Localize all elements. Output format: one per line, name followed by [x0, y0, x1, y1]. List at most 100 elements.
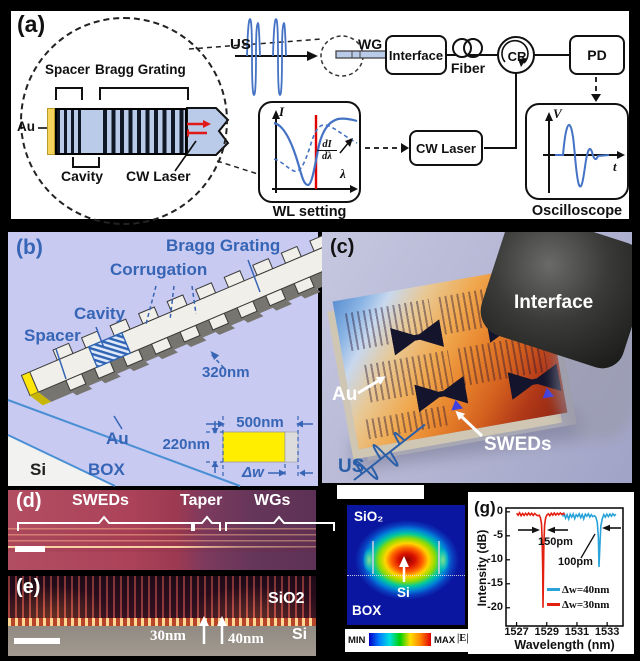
bragg-label: Bragg Grating: [95, 62, 186, 77]
si-label: Si: [397, 585, 410, 600]
us-arrowhead-icon: [307, 51, 318, 61]
panel-d-tag: (d): [16, 490, 42, 512]
dashed-arrowhead-icon: [401, 143, 409, 153]
y-tick: -20: [487, 600, 503, 613]
colorbar-max-label: MAX: [434, 635, 456, 646]
panel-c-annotations: [353, 376, 484, 481]
wl-setting-box: I λ dI dλ: [258, 101, 361, 203]
oscilloscope-box: V t: [525, 103, 629, 200]
fiber-label: Fiber: [450, 60, 486, 76]
panel-f-mode-profile: SiO₂ BOX Si: [347, 505, 465, 625]
zoom-tangent-line: [216, 160, 259, 175]
us-wave-icon: [272, 18, 287, 96]
y-tick: -10: [487, 552, 503, 565]
spacer-bracket: [55, 87, 83, 100]
au-arrow-icon: [375, 376, 386, 385]
cw-laser-label: CW Laser: [126, 168, 191, 184]
width-dim-label: 500nm: [236, 414, 284, 431]
colorbar-min-label: MIN: [348, 635, 366, 646]
legend-line-icon: [547, 603, 560, 606]
sio2-label: SiO₂: [354, 509, 384, 524]
au-label: Au: [332, 384, 358, 405]
cavity-hatch: [87, 331, 132, 369]
legend-entry: Δw=30nm: [547, 597, 609, 612]
us-label: US: [230, 36, 251, 53]
us-wave-icon: [246, 18, 261, 96]
au-layer: [47, 108, 55, 155]
up-arrow-icon: [199, 616, 209, 626]
x-tick: 1527: [504, 626, 529, 638]
photodetector-box: PD: [569, 35, 625, 75]
si-label: Si: [30, 460, 47, 479]
y-tick: -5: [493, 528, 503, 541]
spacer-label: Spacer: [45, 62, 91, 77]
scale-bar: [14, 638, 60, 644]
annotation-150pm: 150pm: [538, 536, 573, 548]
wl-y-axis-label: I: [279, 104, 285, 119]
sweds-arrow-icon: [455, 410, 466, 421]
spacer-section: [57, 110, 81, 153]
width-arrow-icon: [602, 524, 610, 532]
sio2-label: SiO2: [268, 590, 305, 607]
y-tick: 0: [496, 504, 503, 517]
fiber-coil-icon: [463, 38, 483, 58]
up-arrow-icon: [399, 556, 409, 567]
scope-waveform: [555, 123, 610, 188]
sweds-label: SWEDs: [484, 434, 552, 455]
legend-entry: Δw=40nm: [547, 582, 609, 597]
cavity-bracket: [72, 157, 100, 168]
dw-extension: [284, 431, 299, 463]
legend-label: Δw=30nm: [562, 598, 610, 611]
dim-30nm-label: 30nm: [150, 628, 186, 644]
si-label: Si: [292, 626, 308, 643]
panel-c-scale-bar: [337, 485, 424, 499]
derivative-curve: [273, 124, 358, 173]
au-label: Au: [17, 119, 35, 134]
cw-laser-box: CW Laser: [409, 130, 483, 166]
cavity-label: Cavity: [61, 168, 104, 184]
bragg-bracket: [99, 87, 189, 100]
width-arrow-icon: [547, 526, 555, 534]
us-wave-icon: [353, 423, 426, 481]
sweds-label: SWEDs: [72, 492, 129, 509]
scale-bar: [15, 546, 45, 552]
osc-y-axis-label: V: [553, 106, 562, 121]
annotation-100pm: 100pm: [558, 556, 593, 568]
dashed-arrowhead-icon: [591, 94, 601, 102]
corrugation-label: Corrugation: [110, 260, 208, 279]
panel-c-chip-photo: (c) Interface Au SWEDs US: [322, 232, 632, 483]
x-tick: 1533: [594, 626, 620, 638]
panel-e-arrows: [199, 616, 227, 644]
legend-label: Δw=40nm: [562, 583, 610, 596]
circulator-label: CR: [507, 49, 527, 64]
sweds-brace: [17, 515, 193, 531]
y-tick: -15: [487, 576, 503, 589]
height-dim-label: 220nm: [162, 436, 210, 453]
panel-g-spectrum-chart: (g) Intensity (dB) Wavelength (nm) 0-5-1…: [468, 492, 634, 654]
series-Δw=30nm: [515, 511, 566, 608]
panel-d-braces: [17, 515, 335, 531]
derivative-fraction: dI dλ: [317, 139, 337, 162]
panel-e-cross-section-micrograph: (e) SiO2 30nm 40nm Si: [8, 576, 316, 656]
panel-g-tag: (g): [474, 498, 496, 517]
panel-e-tag: (e): [16, 576, 41, 598]
dim-arrowhead-icon: [210, 351, 220, 360]
taper-label: Taper: [180, 492, 223, 509]
au-label: Au: [106, 429, 129, 448]
panel-a-setup-schematic: (a) Spacer Bragg Grating Au Cavity CW La…: [8, 8, 632, 225]
wg-label: WG: [358, 36, 383, 52]
taper-brace: [193, 515, 221, 531]
panel-b-drawing: [7, 233, 376, 487]
panel-b-tag: (b): [16, 236, 43, 259]
interface-box: Interface: [385, 35, 447, 75]
cavity-section: [81, 110, 103, 153]
x-tick: 1531: [564, 626, 590, 638]
fiber-coil-icon: [452, 38, 472, 58]
us-label: US: [338, 456, 365, 477]
spacer-label: Spacer: [24, 326, 81, 345]
series-Δw=40nm: [561, 511, 617, 568]
wgs-label: WGs: [254, 492, 291, 509]
box-label: BOX: [352, 603, 382, 618]
grating-section: [103, 110, 185, 153]
